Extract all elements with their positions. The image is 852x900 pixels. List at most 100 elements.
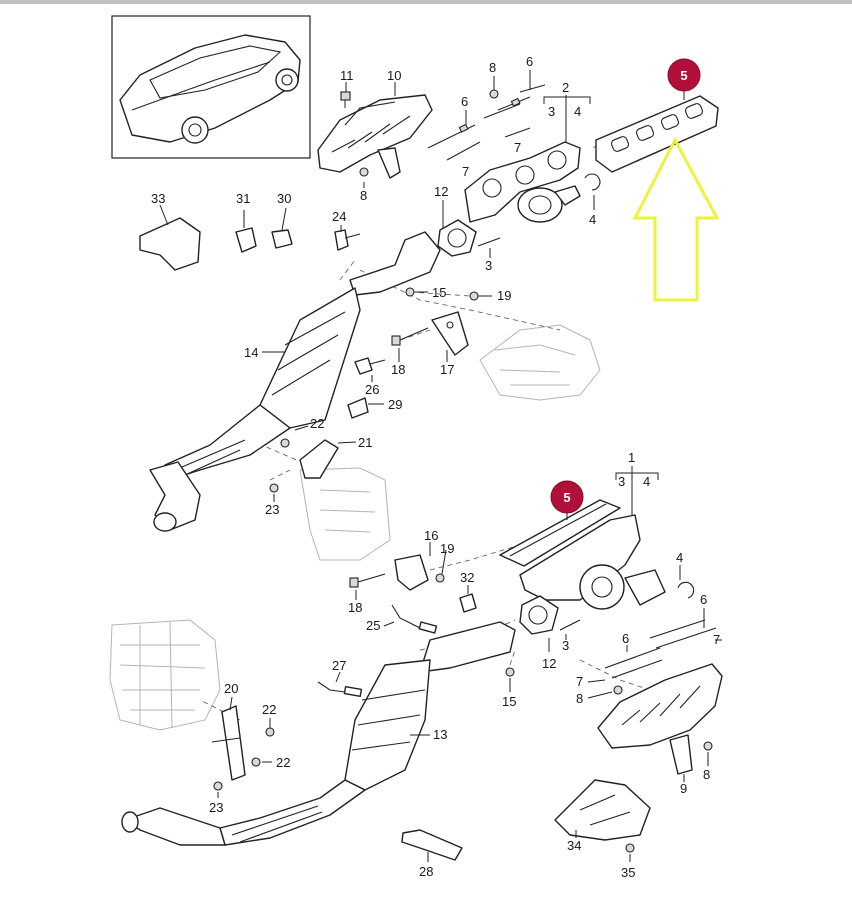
label-part-7: 7: [713, 632, 720, 647]
bolt-18-lower: [349, 573, 386, 588]
catalytic-pipe-upper: [149, 231, 441, 532]
label-part-19: 19: [497, 288, 511, 303]
label-part-8: 8: [703, 767, 710, 782]
callout-5-lower-label: 5: [563, 490, 570, 505]
label-part-6: 6: [622, 631, 629, 646]
leader-lines: [159, 70, 722, 862]
bracket-16: [394, 554, 445, 591]
sensor-24: [334, 229, 361, 251]
bolt-18-upper: [391, 327, 429, 346]
paste-tube-28: [401, 829, 463, 861]
sensor-27: [317, 681, 363, 698]
label-part-23: 23: [265, 502, 279, 517]
label-part-12: 12: [542, 656, 556, 671]
label-part-15: 15: [502, 694, 516, 709]
label-part-22: 22: [310, 416, 324, 431]
label-part-11: 11: [340, 68, 354, 83]
callout-5-upper: 5: [667, 58, 701, 100]
clip-30: [271, 229, 293, 249]
engine-outline-upper: [299, 324, 601, 561]
label-part-9: 9: [680, 781, 687, 796]
label-part-17: 17: [440, 362, 454, 377]
part-number-labels: 11 10 8 6 6 2 3 4 7 7 8 4 12 3 33 31 30 …: [151, 54, 720, 880]
label-part-33: 33: [151, 191, 165, 206]
gasket-12-upper: [437, 219, 477, 257]
label-part-10: 10: [387, 68, 401, 83]
label-part-23: 23: [209, 800, 223, 815]
turbo-manifold-upper: [464, 141, 581, 223]
clip-4-lower: [677, 581, 695, 599]
bracket-20-lower: [211, 705, 275, 791]
heat-shield-upper: [317, 94, 433, 179]
label-part-6: 6: [700, 592, 707, 607]
bracket-17: [431, 311, 469, 356]
label-part-22: 22: [262, 702, 276, 717]
label-part-29: 29: [388, 397, 402, 412]
bolt-19-upper: [469, 291, 479, 301]
nut-15-lower: [505, 667, 515, 677]
label-part-16: 16: [424, 528, 438, 543]
car-thumbnail: [111, 15, 311, 159]
stud-3-lower: [559, 619, 581, 631]
top-border: [0, 0, 852, 4]
bracket-21-upper: [269, 438, 339, 493]
label-part-3: 3: [562, 638, 569, 653]
nut-8-lower-b: [703, 741, 713, 751]
label-part-4: 4: [589, 212, 596, 227]
callout-5-lower: 5: [550, 480, 584, 520]
nut-8-upper: [359, 89, 499, 177]
label-part-4: 4: [643, 474, 650, 489]
label-part-7: 7: [462, 164, 469, 179]
label-part-15: 15: [432, 285, 446, 300]
label-part-4: 4: [676, 550, 683, 565]
bracket-33: [139, 217, 201, 271]
label-part-3: 3: [618, 474, 625, 489]
nut-15-upper: [405, 287, 415, 297]
clip-4-upper: [584, 173, 601, 191]
engine-outline-lower: [109, 619, 221, 731]
turbo-manifold-lower: [519, 514, 666, 610]
label-part-13: 13: [433, 727, 447, 742]
catalytic-pipe-lower: [121, 621, 516, 846]
clip-31: [235, 227, 257, 253]
label-part-32: 32: [460, 570, 474, 585]
label-part-35: 35: [621, 865, 635, 880]
label-part-25: 25: [366, 618, 380, 633]
label-part-18: 18: [348, 600, 362, 615]
bracket-29: [347, 397, 369, 419]
sensor-25: [391, 604, 438, 634]
label-part-27: 27: [332, 658, 346, 673]
label-part-2: 2: [562, 80, 569, 95]
callout-5-upper-label: 5: [680, 68, 687, 83]
label-part-4: 4: [574, 104, 581, 119]
label-part-8: 8: [576, 691, 583, 706]
studs-lower: [604, 619, 717, 679]
label-part-6: 6: [526, 54, 533, 69]
label-part-3: 3: [485, 258, 492, 273]
label-part-1: 1: [628, 450, 635, 465]
label-part-8: 8: [360, 188, 367, 203]
gasket-12-lower: [519, 595, 559, 635]
label-part-30: 30: [277, 191, 291, 206]
label-part-31: 31: [236, 191, 250, 206]
label-part-19: 19: [440, 541, 454, 556]
label-part-12: 12: [434, 184, 448, 199]
label-part-21: 21: [358, 435, 372, 450]
heat-shield-lower: [597, 663, 723, 775]
label-part-3: 3: [548, 104, 555, 119]
label-part-18: 18: [391, 362, 405, 377]
label-part-20: 20: [224, 681, 238, 696]
label-part-34: 34: [567, 838, 581, 853]
label-part-7: 7: [576, 674, 583, 689]
label-part-28: 28: [419, 864, 433, 879]
highlight-arrow: [632, 136, 720, 302]
label-part-14: 14: [244, 345, 258, 360]
label-part-24: 24: [332, 209, 346, 224]
stud-3-upper: [477, 237, 501, 247]
label-part-7: 7: [514, 140, 521, 155]
label-part-22: 22: [276, 755, 290, 770]
label-part-8: 8: [489, 60, 496, 75]
label-part-26: 26: [365, 382, 379, 397]
